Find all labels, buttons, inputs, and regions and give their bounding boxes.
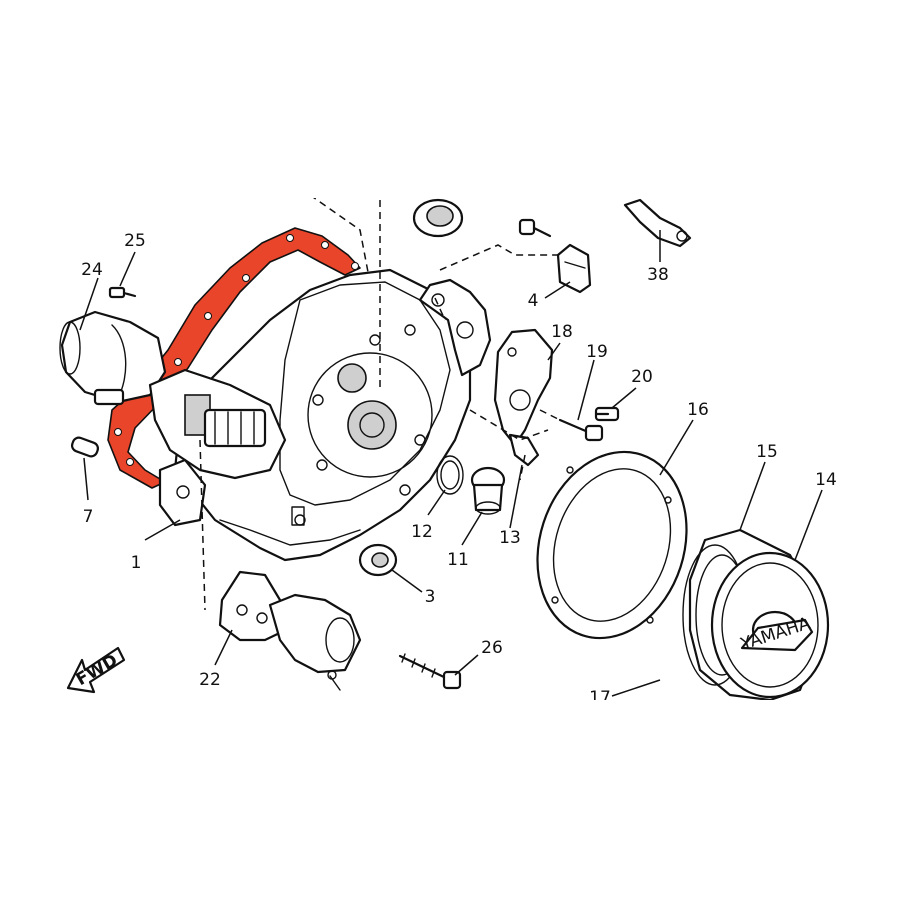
part-18-plate bbox=[493, 328, 554, 467]
part-20-screw bbox=[594, 406, 620, 422]
top-oil-seal bbox=[412, 198, 464, 238]
starter-gear-housing bbox=[148, 368, 287, 527]
leader-lines bbox=[79, 230, 823, 697]
fwd-label: FWD bbox=[73, 650, 122, 690]
top-margin bbox=[0, 0, 900, 198]
gasket-bolt-holes bbox=[114, 234, 359, 466]
part-22-housing bbox=[218, 570, 362, 691]
label-20: 20 bbox=[631, 367, 653, 387]
bottom-margin bbox=[0, 700, 900, 900]
part-4-bracket bbox=[556, 243, 592, 294]
part-3-seal bbox=[358, 543, 398, 577]
part-25-bolt bbox=[108, 286, 137, 299]
part-12-oring bbox=[436, 455, 464, 495]
bracket-screw bbox=[518, 218, 552, 238]
label-19: 19 bbox=[586, 342, 608, 362]
label-13: 13 bbox=[499, 528, 521, 548]
label-1: 1 bbox=[131, 553, 142, 573]
part-26-bolt bbox=[398, 653, 462, 690]
label-16: 16 bbox=[687, 400, 709, 420]
fwd-arrow-icon: FWD bbox=[66, 646, 126, 694]
label-7: 7 bbox=[83, 507, 94, 527]
starter-motor bbox=[59, 310, 167, 406]
label-18: 18 bbox=[551, 322, 573, 342]
label-11: 11 bbox=[447, 550, 469, 570]
label-25: 25 bbox=[124, 231, 146, 251]
part-11-plug bbox=[470, 466, 506, 515]
part-7-dowel bbox=[70, 436, 100, 458]
label-12: 12 bbox=[411, 522, 433, 542]
label-26: 26 bbox=[481, 638, 503, 658]
part-16-gasket bbox=[536, 450, 688, 640]
label-3: 3 bbox=[425, 587, 436, 607]
label-24: 24 bbox=[81, 260, 103, 280]
label-22: 22 bbox=[199, 670, 221, 690]
assembly-guide-lines bbox=[199, 194, 561, 611]
part-number-labels: 25 24 7 1 22 12 11 13 3 26 18 19 20 16 1… bbox=[81, 231, 837, 708]
part-38-lever bbox=[623, 198, 692, 248]
label-4: 4 bbox=[528, 291, 539, 311]
part-19-bolt bbox=[558, 418, 604, 442]
label-38: 38 bbox=[647, 265, 669, 285]
label-15: 15 bbox=[756, 442, 778, 462]
label-14: 14 bbox=[815, 470, 837, 490]
